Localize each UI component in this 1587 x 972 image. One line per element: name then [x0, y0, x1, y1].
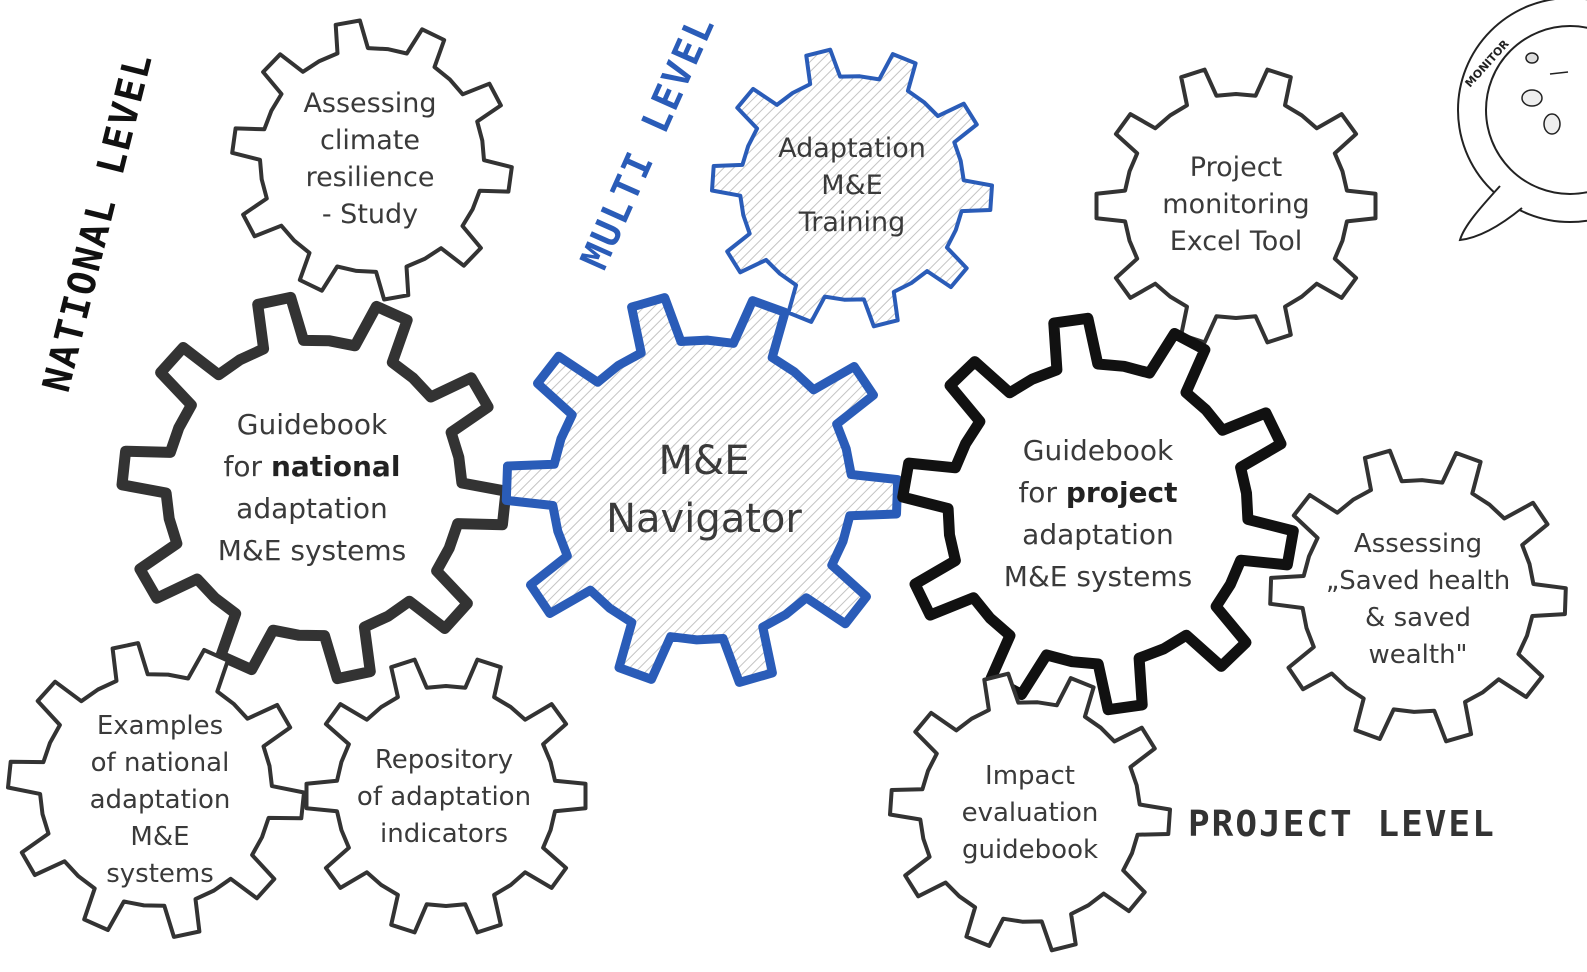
gear-label-text: Guidebook	[1023, 434, 1174, 467]
gear-label-line: & saved	[1365, 603, 1471, 633]
gear-label-emphasis: national	[271, 450, 400, 483]
gear-saved-health	[1268, 448, 1568, 744]
multi-level-label: MULTI LEVEL	[572, 8, 724, 276]
gear-label-line: M&E systems	[1004, 560, 1192, 593]
gear-guidebook-project	[897, 312, 1299, 716]
gear-adaptation-training	[710, 47, 994, 329]
gear-label-line: Repository	[375, 745, 513, 775]
gear-label-line: Assessing	[1354, 529, 1482, 559]
gear-label-line: monitoring	[1162, 189, 1309, 220]
gear-label-line: of adaptation	[357, 782, 531, 812]
gear-label-line: Adaptation	[778, 133, 926, 164]
monitoring-magnifier-icon: MONITOR	[1457, 0, 1587, 242]
gear-label-line: „Saved health	[1326, 566, 1510, 596]
gear-project-monitoring	[1094, 67, 1378, 345]
gear-label-line: - Study	[322, 199, 418, 230]
project-level-label: PROJECT LEVEL	[1188, 804, 1496, 845]
gear-guidebook-national	[116, 291, 512, 685]
label-repository-indicators: Repository of adaptation indicators	[357, 745, 531, 849]
gear-label-line: M&E systems	[218, 534, 406, 567]
gear-label-line: adaptation	[90, 785, 231, 815]
gear-label-line: Assessing	[303, 88, 436, 119]
national-level-label: NATIONAL LEVEL	[34, 48, 161, 397]
gear-label-line: evaluation	[962, 798, 1099, 828]
gear-label-line: M&E	[659, 438, 750, 484]
gear-examples-national	[6, 641, 306, 939]
gear-label-line: climate	[320, 125, 420, 156]
gear-label-line: adaptation	[1022, 518, 1174, 551]
gear-label-text: adaptation	[1022, 518, 1174, 551]
gear-label-line: Excel Tool	[1170, 226, 1303, 257]
gear-label-line: resilience	[306, 162, 435, 193]
gear-repository-indicators	[304, 657, 588, 935]
gear-label-line: guidebook	[962, 835, 1098, 865]
gear-label-line: systems	[106, 859, 214, 889]
gear-label-line: for national	[224, 450, 401, 483]
gear-assessing-climate	[230, 18, 514, 302]
label-saved-health: Assessing „Saved health & saved wealth"	[1326, 529, 1510, 670]
gear-label-line: for project	[1018, 476, 1177, 509]
gear-label-line: Training	[798, 207, 906, 238]
gear-label-text: adaptation	[236, 492, 388, 525]
gear-label-line: wealth"	[1368, 640, 1467, 670]
label-me-navigator: M&E Navigator	[606, 438, 802, 542]
gear-me-navigator	[501, 293, 903, 687]
gears-layer	[6, 18, 1568, 953]
gear-label-line: Guidebook	[237, 408, 388, 441]
gear-label-line: of national	[91, 748, 230, 778]
gear-label-line: indicators	[380, 819, 508, 849]
label-impact-evaluation: Impact evaluation guidebook	[962, 761, 1099, 865]
gear-label-line: Project	[1190, 152, 1282, 183]
gear-label-line: Guidebook	[1023, 434, 1174, 467]
gear-label-line: M&E	[130, 822, 189, 852]
gear-impact-evaluation	[888, 671, 1172, 953]
gear-label-line: Impact	[985, 761, 1075, 791]
label-assessing-climate: Assessing climate resilience - Study	[303, 88, 436, 230]
gear-label-emphasis: project	[1066, 476, 1178, 509]
gear-label-text: M&E systems	[218, 534, 406, 567]
gear-label-line: Examples	[97, 711, 223, 741]
gear-label-text: for	[224, 450, 271, 483]
gear-label-text: M&E systems	[1004, 560, 1192, 593]
gear-label-line: Navigator	[606, 496, 802, 542]
gear-label-line: adaptation	[236, 492, 388, 525]
gear-label-line: M&E	[821, 170, 882, 201]
gear-label-text: Guidebook	[237, 408, 388, 441]
gear-label-text: for	[1018, 476, 1065, 509]
